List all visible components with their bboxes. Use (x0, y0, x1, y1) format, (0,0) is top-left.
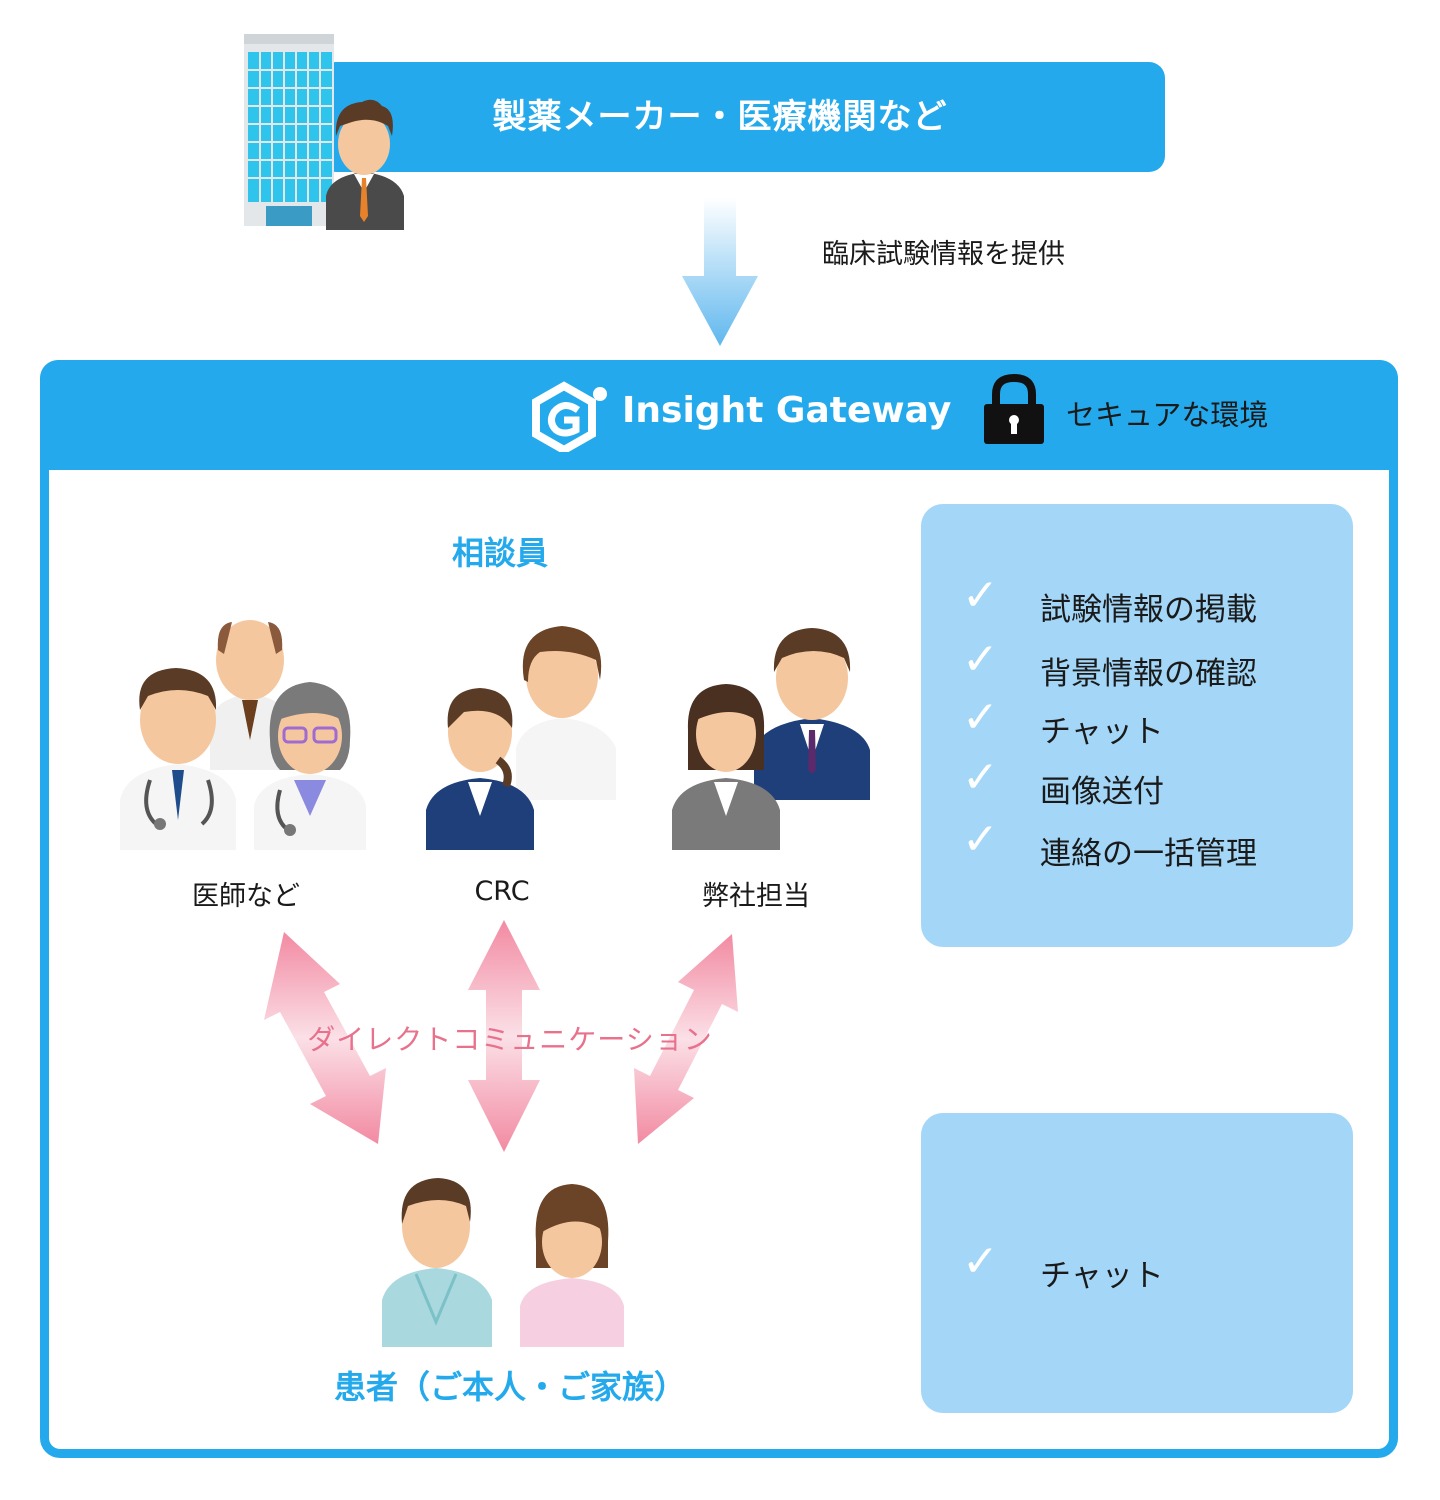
lock-icon (984, 374, 1044, 444)
check-icon: ✓ (962, 570, 999, 621)
feature-label: 試験情報の掲載 (1040, 592, 1257, 628)
check-icon: ✓ (962, 1236, 999, 1287)
doctors-icon (120, 620, 366, 850)
patient-features-list: ✓ チャット (962, 1236, 1282, 1296)
patients-icon (382, 1178, 624, 1347)
check-icon: ✓ (962, 634, 999, 685)
check-icon: ✓ (962, 814, 999, 865)
feature-label: 連絡の一括管理 (1040, 836, 1257, 872)
gateway-header (40, 360, 1398, 470)
provide-info-label: 臨床試験情報を提供 (822, 239, 1065, 270)
patients-title: 患者（ご本人・ご家族） (333, 1368, 686, 1406)
feature-item: ✓ 試験情報の掲載 (962, 570, 1282, 630)
direct-communication-label: ダイレクトコミュニケーション (307, 1023, 713, 1056)
check-icon: ✓ (962, 752, 999, 803)
communication-arrows (264, 920, 738, 1152)
arrow-right-diagonal (634, 934, 738, 1144)
arrow-center-vertical (468, 920, 540, 1152)
feature-label: チャット (1040, 1258, 1164, 1294)
role-label-doctors: 医師など (192, 881, 300, 912)
arrow-left-diagonal (264, 932, 386, 1144)
feature-item: ✓ 連絡の一括管理 (962, 814, 1282, 874)
consultants-title: 相談員 (451, 534, 548, 572)
down-arrow-icon (682, 198, 758, 346)
crc-icon (426, 626, 616, 850)
staff-icon (672, 628, 870, 850)
insight-gateway-logo-icon (532, 381, 607, 452)
building-icon (244, 34, 334, 226)
provider-banner (320, 62, 1165, 172)
consultant-features-panel (921, 504, 1353, 947)
patient-features-panel (921, 1113, 1353, 1413)
feature-item: ✓ 背景情報の確認 (962, 634, 1282, 694)
feature-item: ✓ チャット (962, 692, 1282, 752)
provider-banner-text: 製薬メーカー・医療機関など (492, 97, 948, 137)
feature-label: 画像送付 (1040, 774, 1164, 810)
role-label-staff: 弊社担当 (702, 881, 810, 912)
role-label-crc: CRC (474, 876, 530, 907)
feature-label: 背景情報の確認 (1040, 656, 1257, 692)
businessman-icon (326, 99, 404, 230)
check-icon: ✓ (962, 692, 999, 743)
feature-label: チャット (1040, 714, 1164, 750)
brand-name: Insight Gateway (622, 390, 952, 431)
feature-item: ✓ 画像送付 (962, 752, 1282, 812)
secure-environment-label: セキュアな環境 (1066, 398, 1269, 432)
